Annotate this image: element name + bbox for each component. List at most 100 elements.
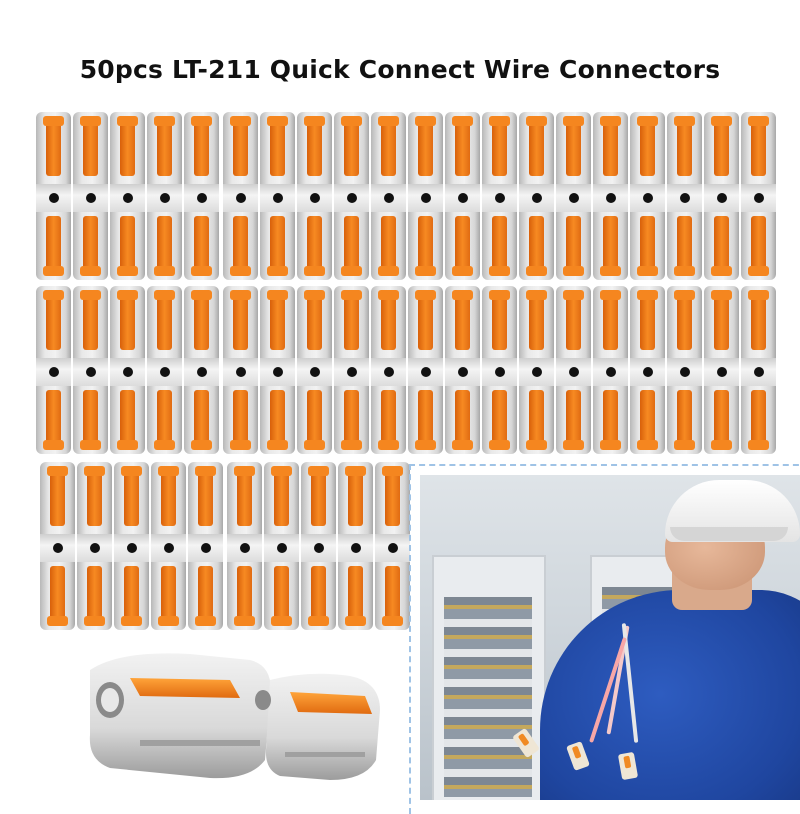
orange-lever bbox=[267, 216, 288, 276]
orange-lever bbox=[563, 116, 584, 176]
orange-lever bbox=[43, 290, 64, 350]
wire-hole bbox=[240, 543, 250, 553]
connector-unit bbox=[630, 112, 665, 280]
wire-hole bbox=[164, 543, 174, 553]
connector-unit bbox=[110, 112, 145, 280]
wire-hole bbox=[458, 367, 468, 377]
orange-lever bbox=[117, 390, 138, 450]
wire-hole bbox=[680, 193, 690, 203]
orange-lever bbox=[489, 290, 510, 350]
orange-lever bbox=[121, 466, 142, 526]
connector-unit bbox=[223, 112, 258, 280]
connector-unit bbox=[334, 286, 369, 454]
orange-lever bbox=[452, 290, 473, 350]
connector-unit bbox=[667, 286, 702, 454]
orange-lever bbox=[563, 216, 584, 276]
orange-lever bbox=[341, 290, 362, 350]
wire-hole bbox=[347, 193, 357, 203]
connector-closeup-image bbox=[89, 653, 380, 780]
orange-lever bbox=[158, 466, 179, 526]
orange-lever bbox=[191, 290, 212, 350]
orange-lever bbox=[452, 116, 473, 176]
orange-lever bbox=[154, 116, 175, 176]
orange-lever bbox=[267, 290, 288, 350]
orange-lever bbox=[674, 216, 695, 276]
orange-lever bbox=[308, 566, 329, 626]
hard-hat-band bbox=[670, 527, 788, 541]
connector-unit bbox=[264, 462, 299, 630]
orange-lever bbox=[378, 390, 399, 450]
orange-lever bbox=[415, 290, 436, 350]
orange-lever bbox=[489, 390, 510, 450]
orange-lever bbox=[637, 290, 658, 350]
orange-lever bbox=[600, 290, 621, 350]
connector-unit bbox=[301, 462, 336, 630]
connector-unit bbox=[375, 462, 410, 630]
orange-lever bbox=[341, 390, 362, 450]
orange-lever bbox=[43, 116, 64, 176]
wire-hole bbox=[197, 193, 207, 203]
orange-lever bbox=[267, 116, 288, 176]
orange-lever bbox=[80, 116, 101, 176]
orange-lever bbox=[563, 290, 584, 350]
orange-lever bbox=[304, 390, 325, 450]
wire-hole bbox=[569, 193, 579, 203]
orange-lever bbox=[234, 566, 255, 626]
orange-lever bbox=[452, 390, 473, 450]
orange-lever bbox=[600, 116, 621, 176]
wire-hole bbox=[127, 543, 137, 553]
orange-lever bbox=[154, 216, 175, 276]
wire-hole bbox=[201, 543, 211, 553]
connector-unit bbox=[741, 286, 776, 454]
orange-lever bbox=[382, 566, 403, 626]
wire-hole bbox=[532, 193, 542, 203]
wire-hole bbox=[384, 193, 394, 203]
wire-hole bbox=[273, 193, 283, 203]
orange-lever bbox=[341, 216, 362, 276]
connector-unit bbox=[704, 286, 739, 454]
connector-unit bbox=[556, 112, 591, 280]
orange-lever bbox=[308, 466, 329, 526]
orange-lever bbox=[341, 116, 362, 176]
connector-row-2 bbox=[36, 286, 778, 454]
wire-hole bbox=[123, 367, 133, 377]
orange-lever bbox=[234, 466, 255, 526]
orange-lever bbox=[43, 390, 64, 450]
orange-lever bbox=[271, 566, 292, 626]
orange-lever bbox=[637, 116, 658, 176]
orange-lever bbox=[526, 390, 547, 450]
orange-lever bbox=[304, 116, 325, 176]
wire-hole bbox=[86, 193, 96, 203]
connector-unit bbox=[110, 286, 145, 454]
orange-lever bbox=[230, 390, 251, 450]
orange-lever bbox=[191, 216, 212, 276]
orange-lever bbox=[711, 116, 732, 176]
connector-unit bbox=[408, 112, 443, 280]
orange-lever bbox=[378, 116, 399, 176]
orange-lever bbox=[748, 116, 769, 176]
connector-unit bbox=[667, 112, 702, 280]
connector-unit bbox=[519, 286, 554, 454]
wire-hole bbox=[754, 193, 764, 203]
orange-lever bbox=[43, 216, 64, 276]
connector-unit bbox=[704, 112, 739, 280]
connector-unit bbox=[741, 112, 776, 280]
connector-unit bbox=[482, 112, 517, 280]
wire-hole bbox=[160, 367, 170, 377]
orange-lever bbox=[600, 216, 621, 276]
orange-lever bbox=[526, 290, 547, 350]
wire-hole bbox=[310, 367, 320, 377]
connector-unit bbox=[77, 462, 112, 630]
orange-lever bbox=[230, 116, 251, 176]
orange-lever bbox=[121, 566, 142, 626]
connector-unit bbox=[223, 286, 258, 454]
orange-lever bbox=[526, 216, 547, 276]
orange-lever bbox=[230, 290, 251, 350]
orange-lever bbox=[271, 466, 292, 526]
wire-hole bbox=[643, 367, 653, 377]
wire-hole bbox=[160, 193, 170, 203]
connector-unit bbox=[227, 462, 262, 630]
orange-lever bbox=[80, 390, 101, 450]
connector-row-1 bbox=[36, 112, 778, 280]
connector-unit bbox=[338, 462, 373, 630]
